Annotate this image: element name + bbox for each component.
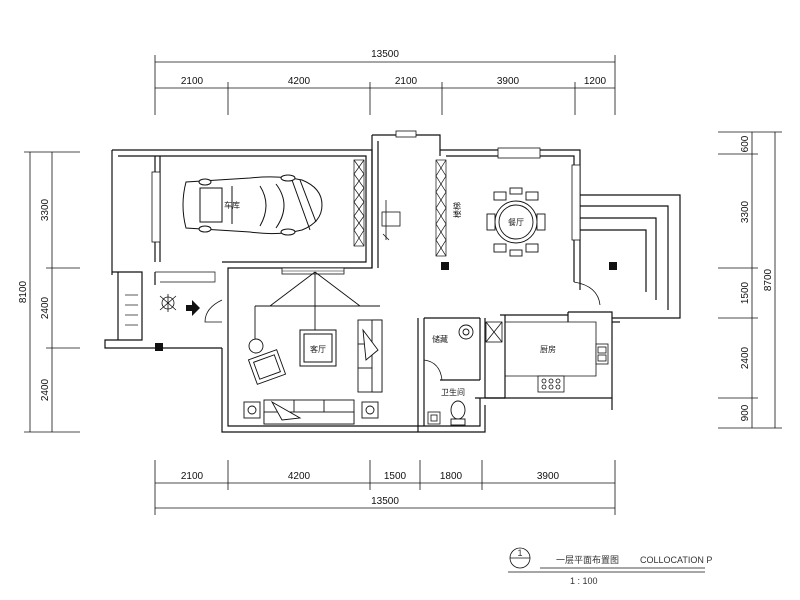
room-label-living: 客厅 xyxy=(310,344,326,354)
sink-icon xyxy=(595,343,609,365)
bottom-dimension-4: 1800 xyxy=(440,471,463,482)
room-label-stair: 楼梯 xyxy=(452,202,462,218)
right-total-dimension: 8700 xyxy=(763,268,774,291)
door-arc-entry xyxy=(204,299,223,323)
exterior-walls xyxy=(104,134,681,433)
left-dimension-line xyxy=(24,151,80,433)
room-label-dining: 餐厅 xyxy=(508,218,524,227)
left-dimension-1: 3300 xyxy=(40,198,51,221)
window-right-dining xyxy=(571,164,581,241)
bottom-dimension-3: 1500 xyxy=(384,471,407,482)
sofa-bottom xyxy=(263,399,355,425)
drawing-title-en: COLLOCATION P xyxy=(640,555,712,565)
right-dimension-3: 1500 xyxy=(740,281,751,304)
dining-table xyxy=(486,187,546,257)
stair-symbol xyxy=(381,200,401,241)
column-marker xyxy=(441,262,449,270)
floor-drain-icon xyxy=(427,411,441,425)
top-dimension-3: 2100 xyxy=(395,76,418,87)
side-table-left xyxy=(243,401,261,419)
right-dimension-1: 600 xyxy=(740,135,751,152)
window-top-dining xyxy=(497,147,541,159)
door-arc-storage xyxy=(423,359,443,381)
title-block xyxy=(508,547,705,573)
bottom-dimension-line xyxy=(154,460,616,515)
living-room-outline xyxy=(254,271,380,345)
bottom-dimension-5: 3900 xyxy=(537,471,560,482)
left-dimension-3: 2400 xyxy=(40,378,51,401)
sofa-right xyxy=(357,319,383,393)
plant-icon xyxy=(159,294,177,312)
washbasin-icon xyxy=(458,324,474,340)
top-dimension-1: 2100 xyxy=(181,76,204,87)
window-left-garage xyxy=(151,171,161,243)
room-label-kitchen: 厨房 xyxy=(540,344,556,354)
right-dimension-4: 2400 xyxy=(740,346,751,369)
right-dimension-line xyxy=(718,131,782,429)
left-total-dimension: 8100 xyxy=(18,280,29,303)
title-marker: 1 xyxy=(517,548,522,558)
fridge-icon xyxy=(485,321,503,343)
room-label-bath: 卫生间 xyxy=(441,387,465,397)
drawing-scale: 1 : 100 xyxy=(570,576,598,586)
cabinet-stair xyxy=(435,159,447,257)
room-label-storage: 储藏 xyxy=(432,334,448,344)
left-dimension-2: 2400 xyxy=(40,296,51,319)
top-total-dimension: 13500 xyxy=(371,49,399,60)
entry-arrow-icon xyxy=(186,300,200,316)
bottom-dimension-2: 4200 xyxy=(288,471,311,482)
stove-icon xyxy=(537,375,565,393)
right-dimension-2: 3300 xyxy=(740,200,751,223)
bottom-dimension-1: 2100 xyxy=(181,471,204,482)
top-dimension-2: 4200 xyxy=(288,76,311,87)
bottom-total-dimension: 13500 xyxy=(371,496,399,507)
cabinet-garage xyxy=(353,159,365,247)
coffee-table xyxy=(299,329,337,367)
column-marker xyxy=(155,343,163,351)
column-marker xyxy=(609,262,617,270)
door-arc-dining xyxy=(573,281,601,306)
entry-stair-steps xyxy=(125,271,216,326)
drawing-title-cn: 一层平面布置图 xyxy=(556,554,619,565)
top-dimension-5: 1200 xyxy=(584,76,607,87)
window-top-stair xyxy=(395,130,417,138)
right-dimension-5: 900 xyxy=(740,404,751,421)
top-dimension-4: 3900 xyxy=(497,76,520,87)
top-dimension-line xyxy=(154,55,616,115)
room-label-garage: 车库 xyxy=(224,200,240,210)
side-table-right xyxy=(361,401,379,419)
car-icon xyxy=(182,174,323,236)
armchair xyxy=(247,338,287,385)
toilet-icon xyxy=(450,400,466,426)
